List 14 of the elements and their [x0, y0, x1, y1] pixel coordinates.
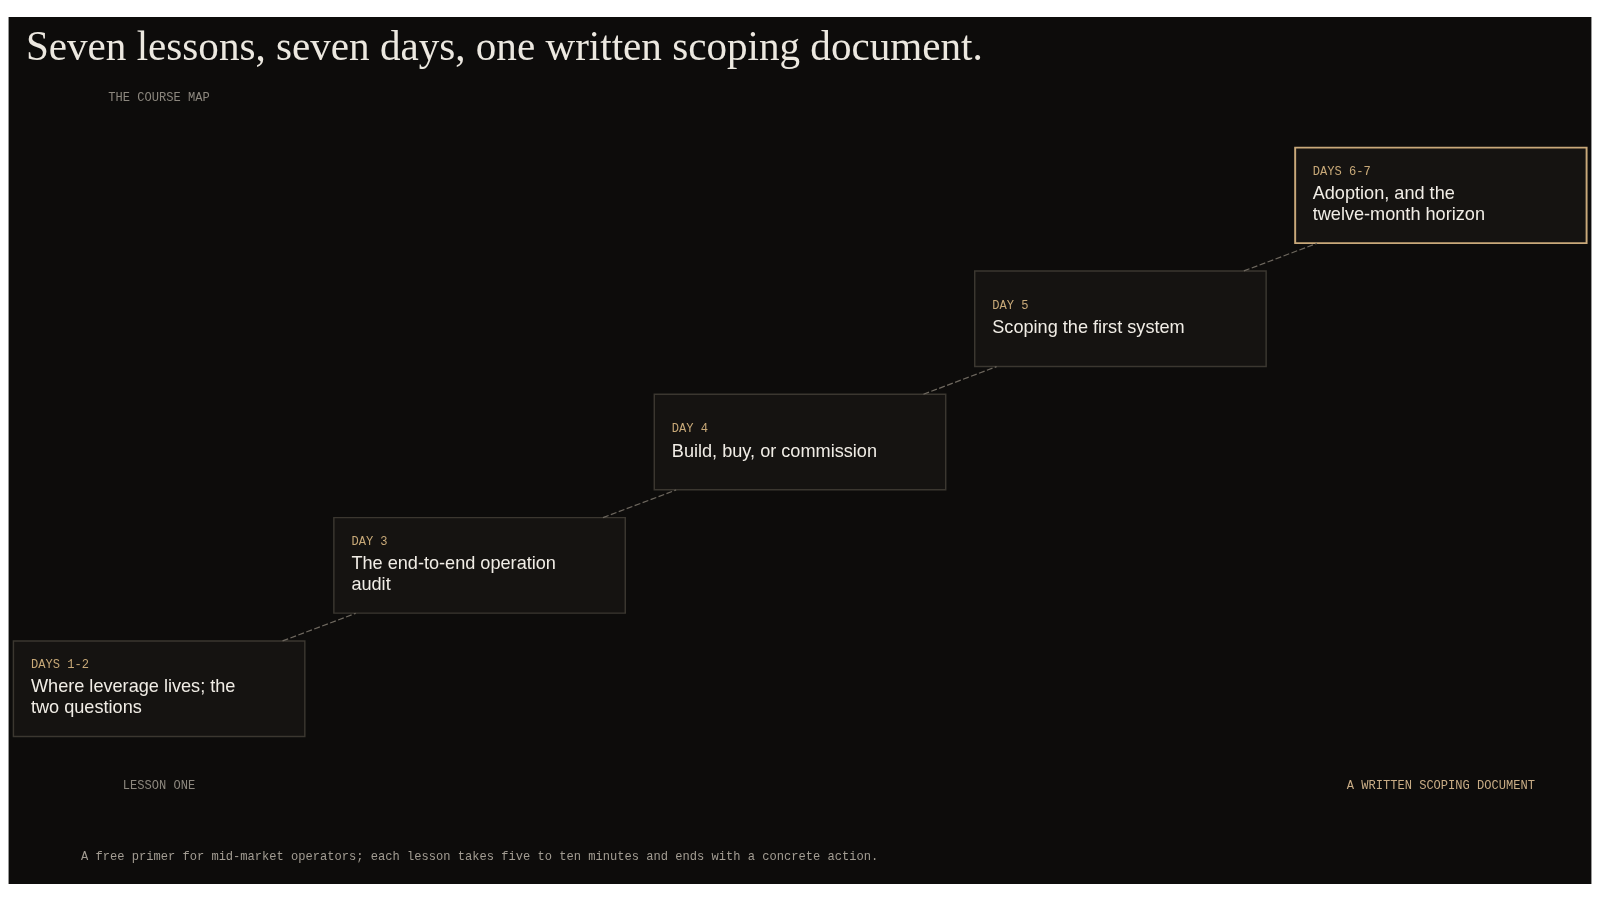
connector — [922, 365, 998, 395]
node-box: DAY 3 The end-to-end operation audit — [333, 516, 626, 614]
node-box: DAYS 6-7 Adoption, and the twelve-month horizon — [1294, 146, 1588, 244]
node-box: DAYS 1-2 Where leverage lives; the two questions — [12, 639, 306, 737]
node-box: DAY 4 Build, buy, or commission — [653, 393, 947, 491]
node-box: DAY 5 Scoping the first system — [974, 269, 1267, 367]
connector — [602, 488, 677, 518]
label: A free primer for mid-market operators; each lesson takes five to ten minutes and ends with a concrete action. — [80, 849, 879, 864]
diagram-title: Seven lessons, seven days, one written scoping document. — [25, 22, 983, 69]
connector — [281, 612, 357, 642]
label: LESSON ONE — [122, 778, 196, 793]
connector — [1243, 242, 1318, 271]
label: THE COURSE MAP — [108, 90, 210, 105]
label: A WRITTEN SCOPING DOCUMENT — [1346, 778, 1536, 793]
